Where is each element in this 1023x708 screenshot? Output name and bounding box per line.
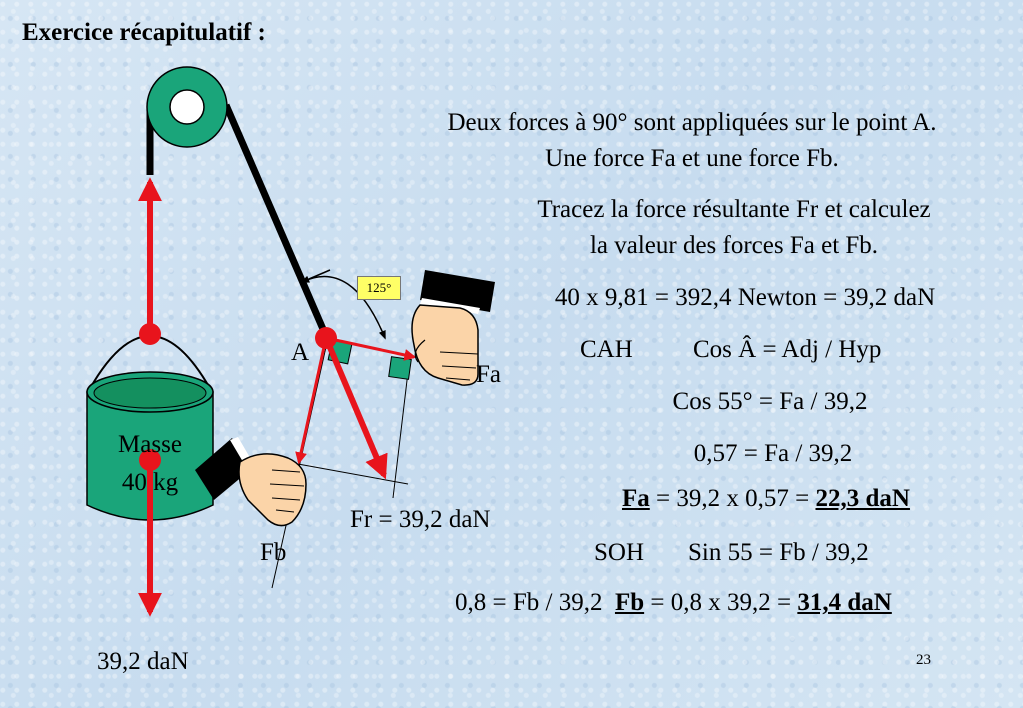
center-mass-dot [139, 449, 161, 471]
fb-expression: = 0,8 x 39,2 = [644, 589, 798, 616]
fa-symbol: Fa [622, 485, 650, 512]
mass-label-2: 40 kg [121, 469, 179, 496]
weight-calculation: 40 x 9,81 = 392,4 Newton = 39,2 daN [554, 284, 936, 311]
cos-line: Cos 55° = Fa / 39,2 [672, 388, 868, 415]
fr-diagram-label: Fr = 39,2 daN [350, 506, 491, 533]
page-number: 23 [916, 652, 931, 668]
fb-result: 31,4 daN [797, 589, 892, 616]
hand-fb-icon [195, 437, 307, 527]
angle-label-box: 125° [357, 276, 401, 300]
pulley-hole [169, 89, 205, 125]
weight-value-label: 39,2 daN [97, 648, 189, 675]
statement-line-1: Deux forces à 90° sont appliquées sur le… [447, 109, 937, 136]
mass-label-1: Masse [118, 431, 182, 458]
statement-line-3: Tracez la force résultante Fr et calcule… [537, 196, 931, 223]
cah-label: CAH [580, 336, 633, 363]
cah-formula: Cos Â = Adj / Hyp [693, 336, 882, 363]
page-title: Exercice récapitulatif : [22, 19, 266, 46]
fr-arrow [323, 336, 388, 480]
construction-line-bottom [297, 463, 409, 485]
fa-result-line: Fa = 39,2 x 0,57 = 22,3 daN [622, 484, 910, 514]
fb-arrow [295, 337, 328, 465]
right-angle-marker-fa [388, 356, 412, 380]
ratio-fb: 0,8 = Fb / 39,2 [455, 589, 603, 616]
point-a-dot [315, 327, 337, 349]
construction-line-fa [392, 371, 409, 499]
statement-line-4: la valeur des forces Fa et Fb. [589, 232, 879, 259]
fa-result: 22,3 daN [815, 485, 910, 512]
soh-label: SOH [594, 539, 645, 566]
rope-right [222, 103, 330, 338]
soh-formula: Sin 55 = Fb / 39,2 [688, 539, 869, 566]
bucket-inner [93, 377, 207, 409]
fa-diagram-label: Fa [476, 361, 501, 388]
fa-expression: = 39,2 x 0,57 = [649, 485, 816, 512]
point-a-label: A [291, 339, 310, 366]
hand-fa-icon [411, 270, 495, 386]
fb-symbol: Fb [614, 589, 645, 616]
statement-line-2: Une force Fa et une force Fb. [545, 145, 839, 172]
fb-diagram-label: Fb [260, 539, 287, 566]
fa-arrow [325, 336, 417, 361]
handle-dot [139, 323, 161, 345]
ratio-fa: 0,57 = Fa / 39,2 [693, 440, 853, 467]
fb-result-line: 0,8 = Fb / 39,2 Fb = 0,8 x 39,2 = 31,4 d… [455, 588, 892, 618]
angle-arc-start [300, 269, 331, 283]
